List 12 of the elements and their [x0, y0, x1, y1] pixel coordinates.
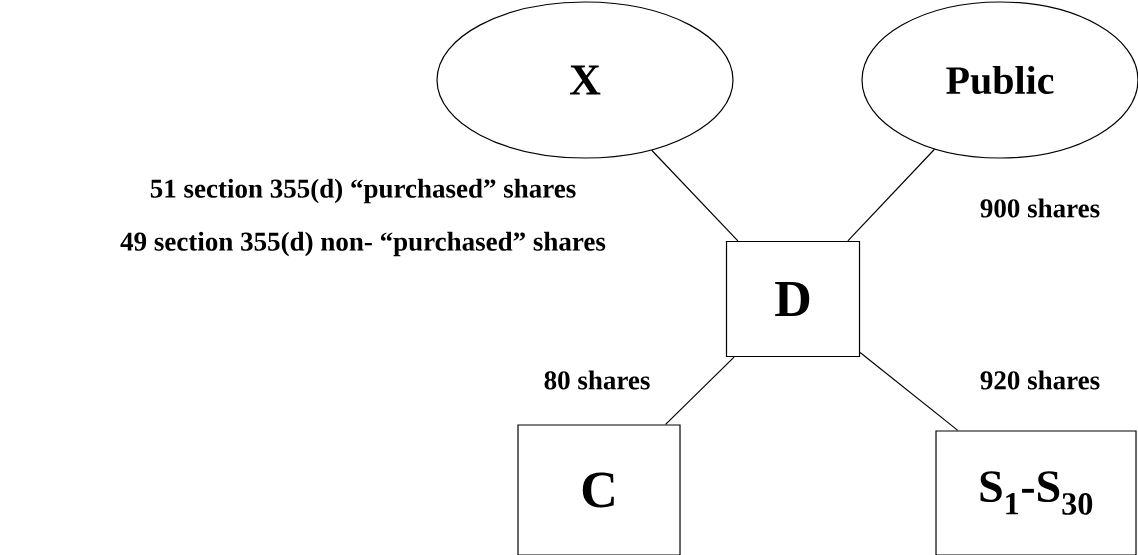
connector-line — [665, 356, 735, 425]
entity-box: S$_{1}$-S$_{30}$ — [935, 430, 1137, 555]
connector-line — [847, 148, 936, 242]
connector-line — [651, 149, 739, 242]
edge-label: 80 shares — [544, 370, 650, 390]
share-note: 51 section 355(d) “purchased” shares — [150, 178, 576, 204]
connector-line — [859, 351, 959, 431]
share-note: 49 section 355(d) non- “purchased” shares — [120, 231, 606, 257]
entity-box: C — [517, 424, 681, 555]
edge-label: 900 shares — [980, 198, 1100, 218]
entity-box: D — [725, 240, 861, 358]
edge-label: 920 shares — [980, 370, 1100, 390]
